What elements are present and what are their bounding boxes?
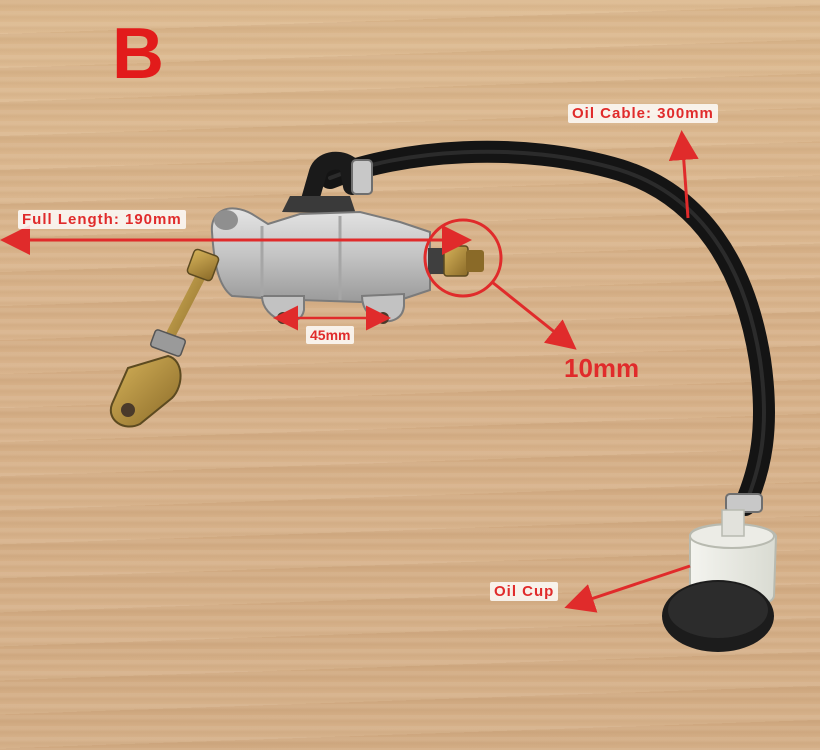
top-mount [282,196,356,214]
oil-hose [319,140,775,516]
hose-clip-top [351,159,373,195]
outlet-fitting [428,245,484,277]
variant-letter: B [112,14,164,94]
oil-cup [662,509,778,652]
elbow-fitting [301,151,361,209]
full-length-label: Full Length: 190mm [18,210,186,229]
oil-cable-label: Oil Cable: 300mm [568,104,718,123]
clevis [109,354,182,428]
outlet-size-arrow [491,280,577,350]
oil-cup-label: Oil Cup [490,582,559,601]
push-rod [109,248,220,428]
oil-cable-arrow [668,130,699,219]
oil-cup-arrow [564,564,691,613]
outlet-highlight-circle [423,218,503,298]
outlet-size-label: 10mm [564,353,640,383]
mount-spacing-label: 45mm [306,326,355,344]
cylinder-body [210,207,431,324]
